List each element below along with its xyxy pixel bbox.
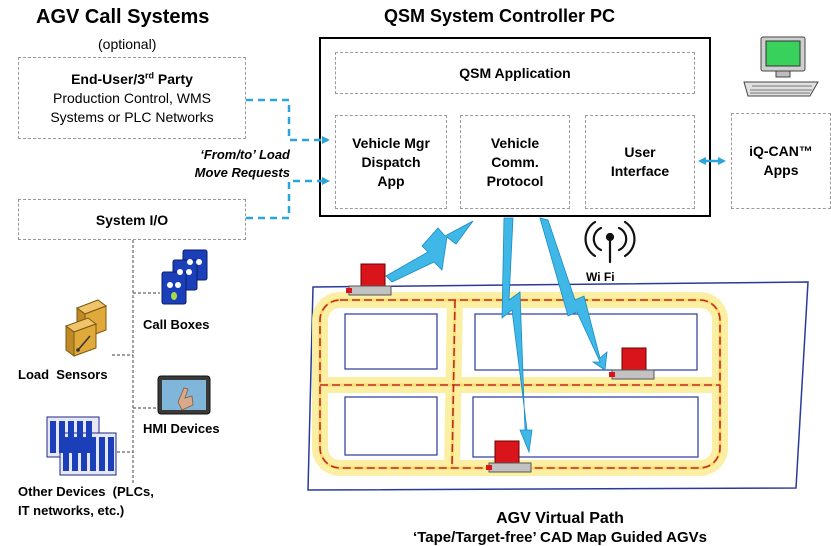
call-systems-title: AGV Call Systems (36, 6, 210, 28)
vehicle-comm-box: Vehicle Comm. Protocol (460, 115, 570, 209)
vehicle-mgr-line-1: Vehicle Mgr (352, 134, 430, 151)
call-boxes-label: Call Boxes (143, 317, 209, 332)
load-sensors-icon (64, 299, 108, 357)
vehicle-comm-line-2: Comm. (491, 153, 539, 170)
requests-label: ‘From/to’ Load Move Requests (160, 146, 290, 182)
end-user-title: End-User/3rd Party (71, 69, 193, 87)
request-connectors (246, 98, 726, 220)
call-systems-subtitle: (optional) (98, 36, 157, 52)
hmi-devices-label: HMI Devices (143, 421, 220, 436)
wireless-link-agv-1 (385, 220, 474, 283)
requests-line-1: ‘From/to’ Load (200, 147, 290, 162)
end-user-connector (246, 98, 330, 144)
wifi-icon (584, 220, 636, 264)
vehicle-comm-line-1: Vehicle (490, 134, 540, 151)
wifi-label: Wi Fi (586, 270, 615, 284)
requests-line-2: Move Requests (194, 165, 290, 180)
plc-devices-icon (46, 416, 117, 476)
agv-3 (486, 440, 532, 473)
system-io-connector (246, 177, 330, 220)
vehicle-comm-line-3: Protocol (486, 172, 544, 189)
end-user-box: End-User/3rd Party Production Control, W… (18, 57, 246, 139)
computer-icon (743, 36, 819, 97)
end-user-line-1: Production Control, WMS (53, 89, 211, 106)
io-wiring (112, 240, 160, 485)
hmi-device-icon (157, 375, 211, 415)
load-sensors-label: Load Sensors (18, 367, 108, 382)
agv-1 (346, 263, 392, 296)
user-interface-line-2: Interface (610, 163, 670, 179)
other-devices-line-2: IT networks, etc.) (18, 503, 124, 518)
iqcan-line-2: Apps (763, 162, 799, 178)
controller-title: QSM System Controller PC (384, 6, 616, 26)
system-io-box: System I/O (18, 199, 246, 240)
wireless-link-agv-2 (539, 217, 608, 371)
wireless-links (385, 217, 608, 454)
end-user-line-2: Systems or PLC Networks (50, 108, 214, 125)
path-caption-line-1: AGV Virtual Path (496, 510, 624, 527)
user-interface-line-1: User (624, 144, 656, 160)
floor-plan (307, 281, 809, 491)
iqcan-line-1: iQ-CAN™ (749, 143, 813, 159)
agv-2 (609, 347, 655, 380)
wireless-link-agv-3 (501, 217, 533, 454)
vehicle-mgr-line-3: App (377, 172, 405, 189)
iqcan-box: iQ-CAN™ Apps (731, 113, 831, 209)
vehicle-mgr-box: Vehicle Mgr Dispatch App (335, 115, 447, 209)
call-boxes-icon (161, 249, 208, 305)
system-io-label: System I/O (95, 211, 169, 228)
path-caption-line-2: ‘Tape/Target-free’ CAD Map Guided AGVs (413, 529, 707, 546)
vehicle-mgr-line-2: Dispatch (361, 153, 421, 170)
user-interface-box: User Interface (585, 115, 695, 209)
other-devices-line-1: Other Devices (PLCs, (18, 484, 154, 499)
qsm-application-label: QSM Application (459, 65, 571, 81)
qsm-application-box: QSM Application (335, 52, 695, 94)
